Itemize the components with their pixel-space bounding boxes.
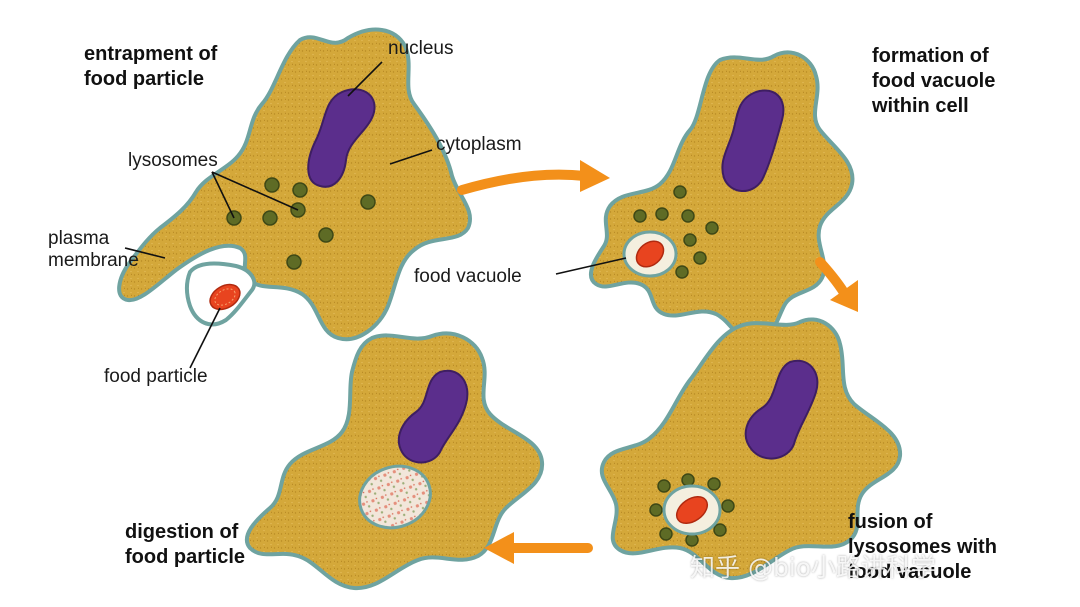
nucleus <box>397 369 469 464</box>
nucleus <box>721 89 785 192</box>
process-arrows <box>457 160 858 564</box>
stage-title-fusion: fusion of lysosomes with food vacuole <box>848 511 997 583</box>
pointer-line <box>555 257 627 275</box>
label-food-particle: food particle <box>104 366 208 387</box>
stage-title-digestion: digestion of food particle <box>125 521 246 568</box>
arrow-left <box>484 532 593 564</box>
food-vacuole <box>622 230 678 278</box>
label-plasma-membrane: plasma membrane <box>48 228 139 271</box>
cell-membrane <box>117 27 472 342</box>
food-vacuole <box>662 484 722 536</box>
label-nucleus: nucleus <box>388 38 454 59</box>
label-lysosomes: lysosomes <box>128 150 218 171</box>
label-food-vacuole: food vacuole <box>414 266 522 287</box>
lysosomes <box>226 177 376 270</box>
cell-formation <box>555 50 855 345</box>
stage-title-formation: formation of food vacuole within cell <box>872 45 996 117</box>
arrow-down <box>815 257 858 312</box>
label-cytoplasm: cytoplasm <box>436 134 522 155</box>
food-particle <box>209 283 241 311</box>
digesting-vacuole <box>358 464 432 530</box>
nucleus <box>744 359 819 460</box>
nucleus <box>307 88 376 188</box>
cell-membrane <box>589 50 855 345</box>
stage-title-entrapment: entrapment of food particle <box>84 43 218 90</box>
arrow-right <box>457 160 610 195</box>
cell-fusion <box>599 317 903 581</box>
cell-entrapment <box>117 27 472 369</box>
cell-digestion <box>244 331 545 591</box>
pointer-lines <box>124 61 433 369</box>
watermark: 知乎 @bio小路讲科学 <box>690 553 937 582</box>
lysosomes <box>633 185 719 279</box>
